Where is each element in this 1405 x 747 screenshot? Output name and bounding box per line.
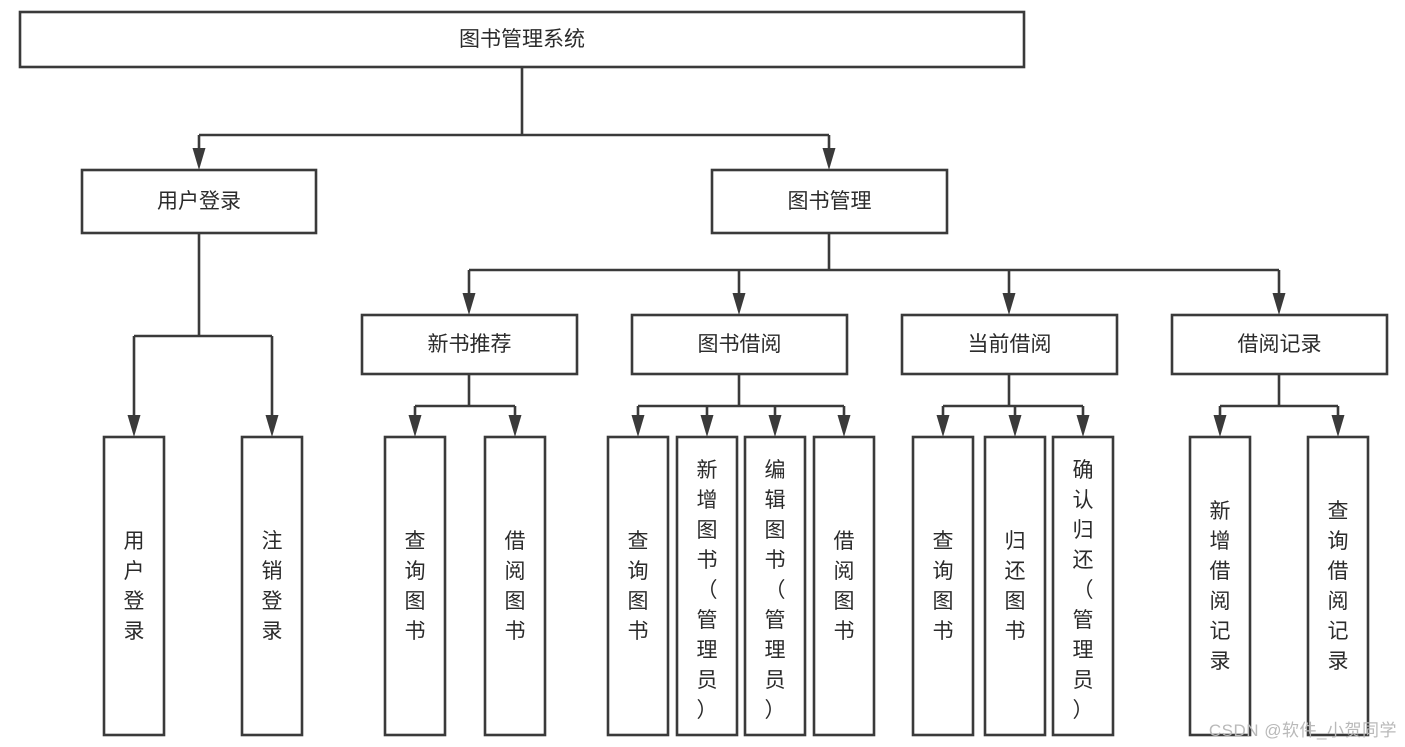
node-leaf-borrow-book-1[interactable]: 借阅图书 [483, 435, 547, 737]
node-leaf-confirm-return[interactable]: 确认归还（管理员） [1051, 435, 1115, 737]
arrow-head [1002, 293, 1016, 315]
edge-group-bus-root [192, 67, 836, 170]
arrow-head [1076, 415, 1090, 437]
node-box[interactable] [630, 313, 849, 376]
node-borrow-record[interactable]: 借阅记录 [1170, 313, 1389, 376]
node-label: 新增借阅记录 [1210, 500, 1231, 673]
node-box[interactable] [606, 435, 670, 737]
arrow-head [936, 415, 950, 437]
node-label: 注销登录 [262, 530, 283, 643]
connector-layer [127, 67, 1345, 437]
node-leaf-borrow-book-2[interactable]: 借阅图书 [812, 435, 876, 737]
node-label: 查询图书 [405, 530, 426, 643]
node-box[interactable] [360, 313, 579, 376]
edge-group-bus-new-book [408, 374, 522, 437]
arrow-head [462, 293, 476, 315]
node-box[interactable] [1188, 435, 1252, 737]
arrow-head [631, 415, 645, 437]
node-box[interactable] [1306, 435, 1370, 737]
node-leaf-query-book-1[interactable]: 查询图书 [383, 435, 447, 737]
arrow-head [508, 415, 522, 437]
node-leaf-logout[interactable]: 注销登录 [240, 435, 304, 737]
node-label: 归还图书 [1005, 530, 1026, 643]
node-label: 图书借阅 [698, 333, 782, 356]
node-box[interactable] [675, 435, 739, 737]
node-box[interactable] [1051, 435, 1115, 737]
node-label: 用户登录 [157, 190, 241, 213]
edge-group-bus-user-login [127, 233, 279, 437]
node-label: 借阅图书 [505, 530, 526, 643]
node-leaf-query-book-3[interactable]: 查询图书 [911, 435, 975, 737]
arrow-head [822, 148, 836, 170]
node-label: 确认归还（管理员） [1073, 459, 1094, 722]
node-label: 查询借阅记录 [1328, 500, 1349, 673]
node-leaf-query-book-2[interactable]: 查询图书 [606, 435, 670, 737]
arrow-head [1213, 415, 1227, 437]
edge-group-bus-book-manage [462, 233, 1286, 315]
node-label: 编辑图书（管理员） [765, 459, 786, 722]
node-book-borrow[interactable]: 图书借阅 [630, 313, 849, 376]
node-label: 借阅图书 [834, 530, 855, 643]
node-current-borrow[interactable]: 当前借阅 [900, 313, 1119, 376]
node-label: 查询图书 [628, 530, 649, 643]
node-new-book-recommend[interactable]: 新书推荐 [360, 313, 579, 376]
node-label: 借阅记录 [1238, 333, 1322, 356]
node-label: 查询图书 [933, 530, 954, 643]
node-label: 用户登录 [124, 530, 145, 643]
node-box[interactable] [483, 435, 547, 737]
node-box[interactable] [900, 313, 1119, 376]
csdn-watermark: CSDN @软件_小贺同学 [1208, 721, 1397, 740]
node-box[interactable] [911, 435, 975, 737]
node-box[interactable] [383, 435, 447, 737]
arrow-head [408, 415, 422, 437]
node-label: 新书推荐 [428, 333, 512, 356]
arrow-head [192, 148, 206, 170]
node-leaf-return-book[interactable]: 归还图书 [983, 435, 1047, 737]
node-user-login[interactable]: 用户登录 [80, 168, 318, 235]
arrow-head [1008, 415, 1022, 437]
arrow-head [127, 415, 141, 437]
node-label: 图书管理 [788, 190, 872, 213]
node-box[interactable] [983, 435, 1047, 737]
node-leaf-user-login[interactable]: 用户登录 [102, 435, 166, 737]
node-leaf-query-record[interactable]: 查询借阅记录 [1306, 435, 1370, 737]
arrow-head [732, 293, 746, 315]
arrow-head [1272, 293, 1286, 315]
node-box[interactable] [1170, 313, 1389, 376]
node-label: 新增图书（管理员） [697, 459, 718, 722]
node-box[interactable] [80, 168, 318, 235]
edge-group-bus-book-borrow [631, 374, 851, 437]
node-box[interactable] [743, 435, 807, 737]
edge-group-bus-current-borrow [936, 374, 1090, 437]
arrow-head [265, 415, 279, 437]
arrow-head [837, 415, 851, 437]
node-box[interactable] [812, 435, 876, 737]
edge-group-bus-borrow-record [1213, 374, 1345, 437]
node-label: 当前借阅 [968, 333, 1052, 356]
arrow-head [1331, 415, 1345, 437]
node-box[interactable] [710, 168, 949, 235]
arrow-head [768, 415, 782, 437]
node-root[interactable]: 图书管理系统 [18, 10, 1026, 69]
node-box[interactable] [18, 10, 1026, 69]
node-box[interactable] [102, 435, 166, 737]
node-leaf-edit-book[interactable]: 编辑图书（管理员） [743, 435, 807, 737]
node-book-manage[interactable]: 图书管理 [710, 168, 949, 235]
node-leaf-add-book[interactable]: 新增图书（管理员） [675, 435, 739, 737]
node-label: 图书管理系统 [459, 28, 585, 51]
node-leaf-add-record[interactable]: 新增借阅记录 [1188, 435, 1252, 737]
arrow-head [700, 415, 714, 437]
node-layer: 图书管理系统用户登录图书管理新书推荐图书借阅当前借阅借阅记录用户登录注销登录查询… [18, 10, 1389, 737]
node-box[interactable] [240, 435, 304, 737]
